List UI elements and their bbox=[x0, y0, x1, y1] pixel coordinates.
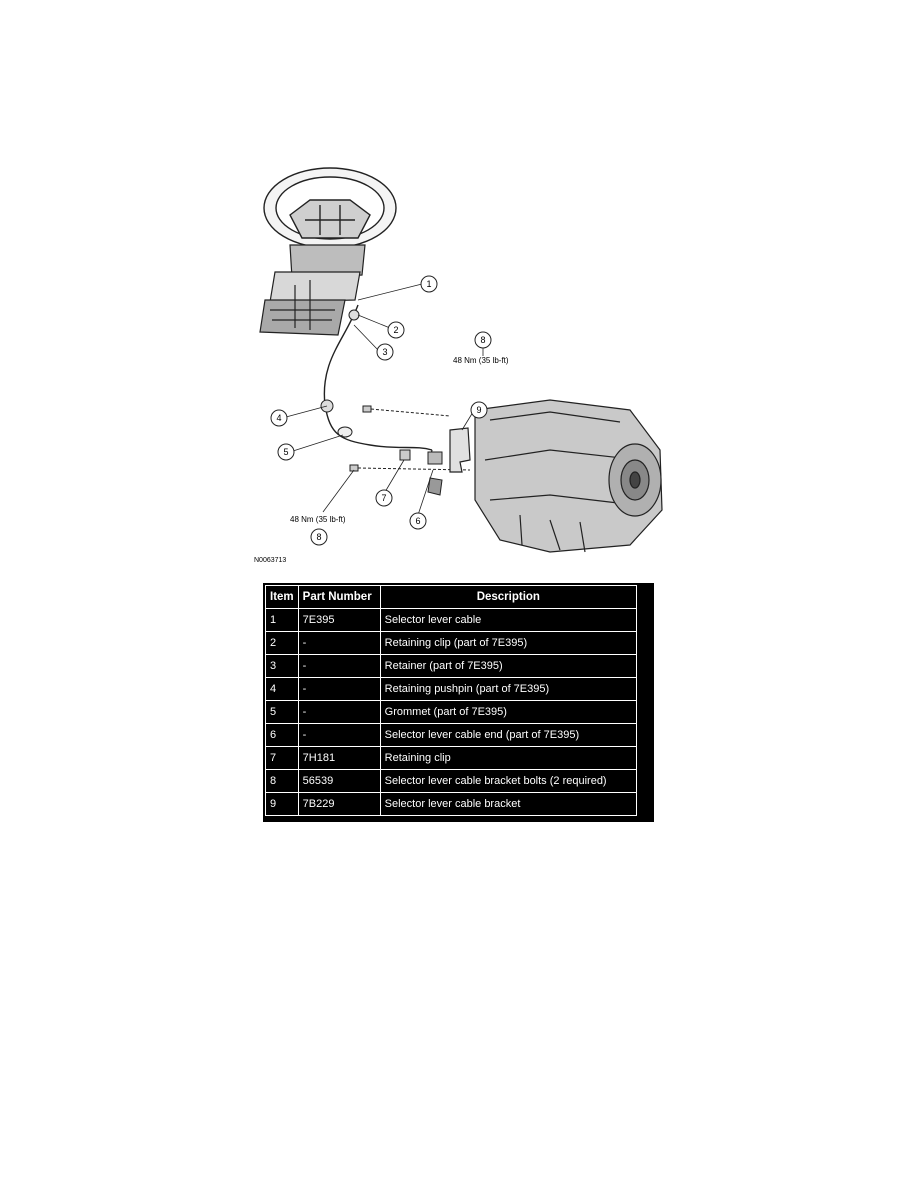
callout-9: 9 bbox=[470, 401, 488, 419]
cell-item: 7 bbox=[265, 746, 299, 770]
clip-part-7 bbox=[399, 449, 411, 461]
svg-text:5: 5 bbox=[283, 447, 288, 457]
cell-description: Selector lever cable bbox=[379, 608, 638, 632]
svg-text:9: 9 bbox=[476, 405, 481, 415]
cell-part-number: - bbox=[297, 631, 381, 655]
cell-item: 6 bbox=[265, 723, 299, 747]
header-item: Item bbox=[265, 585, 299, 609]
table-row: 5-Grommet (part of 7E395) bbox=[265, 700, 638, 724]
cell-description: Retaining clip (part of 7E395) bbox=[379, 631, 638, 655]
cell-item: 5 bbox=[265, 700, 299, 724]
retaining-clip-part bbox=[348, 309, 360, 321]
bracket-bolt-lower bbox=[349, 464, 471, 472]
cell-part-number: - bbox=[297, 677, 381, 701]
cell-description: Selector lever cable bracket bbox=[379, 792, 638, 816]
steering-column bbox=[259, 244, 366, 336]
cable-end-part bbox=[427, 451, 443, 465]
callout-5: 5 bbox=[277, 443, 295, 461]
cell-item: 2 bbox=[265, 631, 299, 655]
svg-text:2: 2 bbox=[393, 325, 398, 335]
cell-part-number: 7E395 bbox=[297, 608, 381, 632]
table-row: 4-Retaining pushpin (part of 7E395) bbox=[265, 677, 638, 701]
cell-description: Retainer (part of 7E395) bbox=[379, 654, 638, 678]
table-row: 2-Retaining clip (part of 7E395) bbox=[265, 631, 638, 655]
callout-6: 6 bbox=[409, 512, 427, 530]
callout-8-top: 8 bbox=[474, 331, 492, 349]
bracket-bolt-upper bbox=[362, 405, 451, 417]
torque-label-bottom: 48 Nm (35 lb-ft) bbox=[290, 515, 346, 524]
svg-text:3: 3 bbox=[382, 347, 387, 357]
svg-text:4: 4 bbox=[276, 413, 281, 423]
cell-item: 3 bbox=[265, 654, 299, 678]
cell-part-number: - bbox=[297, 723, 381, 747]
cell-part-number: - bbox=[297, 700, 381, 724]
svg-text:8: 8 bbox=[480, 335, 485, 345]
cell-description: Selector lever cable bracket bolts (2 re… bbox=[379, 769, 638, 793]
cell-item: 4 bbox=[265, 677, 299, 701]
svg-text:6: 6 bbox=[415, 516, 420, 526]
figure-id: N0063713 bbox=[254, 557, 286, 564]
table-header-row: Item Part Number Description bbox=[265, 585, 638, 609]
cell-item: 9 bbox=[265, 792, 299, 816]
cell-part-number: 7B229 bbox=[297, 792, 381, 816]
cell-description: Retaining pushpin (part of 7E395) bbox=[379, 677, 638, 701]
cell-part-number: - bbox=[297, 654, 381, 678]
cell-item: 8 bbox=[265, 769, 299, 793]
svg-text:8: 8 bbox=[316, 532, 321, 542]
cell-description: Grommet (part of 7E395) bbox=[379, 700, 638, 724]
callout-3: 3 bbox=[376, 343, 394, 361]
header-description: Description bbox=[379, 585, 638, 609]
selector-lever-cable bbox=[323, 304, 433, 451]
steering-wheel bbox=[263, 167, 397, 249]
svg-text:1: 1 bbox=[426, 279, 431, 289]
selector-lever-cable-bracket bbox=[449, 427, 471, 473]
callout-4: 4 bbox=[270, 409, 288, 427]
svg-text:7: 7 bbox=[381, 493, 386, 503]
cell-part-number: 7H181 bbox=[297, 746, 381, 770]
grommet-part bbox=[337, 426, 353, 438]
table-row: 6-Selector lever cable end (part of 7E39… bbox=[265, 723, 638, 747]
transmission bbox=[474, 399, 663, 553]
callout-8-bottom: 8 bbox=[310, 528, 328, 546]
table-row: 3-Retainer (part of 7E395) bbox=[265, 654, 638, 678]
callout-1: 1 bbox=[420, 275, 438, 293]
cell-description: Selector lever cable end (part of 7E395) bbox=[379, 723, 638, 747]
callout-2: 2 bbox=[387, 321, 405, 339]
callout-7: 7 bbox=[375, 489, 393, 507]
cell-part-number: 56539 bbox=[297, 769, 381, 793]
exploded-view-diagram: 1 2 3 4 5 6 7 8 8 9 48 Nm (35 lb-ft) 48 … bbox=[250, 160, 670, 570]
diagram-svg: 1 2 3 4 5 6 7 8 8 9 48 Nm (35 lb-ft) 48 … bbox=[254, 167, 663, 564]
cell-description: Retaining clip bbox=[379, 746, 638, 770]
header-part-number: Part Number bbox=[297, 585, 381, 609]
torque-label-top: 48 Nm (35 lb-ft) bbox=[453, 356, 509, 365]
cell-item: 1 bbox=[265, 608, 299, 632]
